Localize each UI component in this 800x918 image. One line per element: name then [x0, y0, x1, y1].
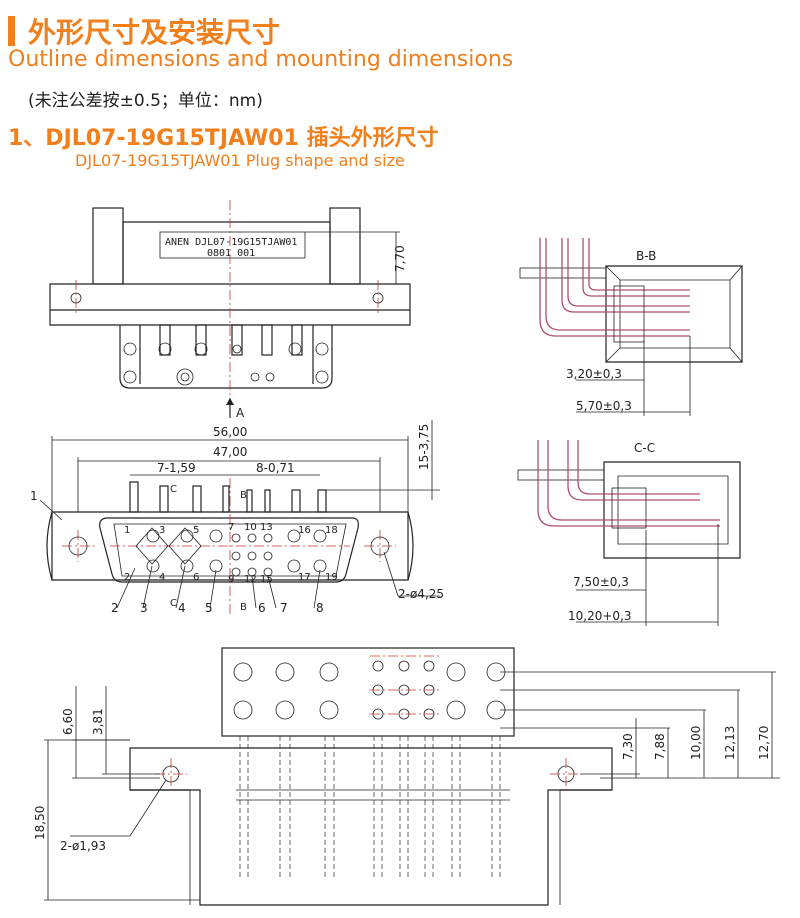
- section-b-b: B-B 3,20±0,3 5,70±0,3: [519, 238, 743, 416]
- dim-pitch-right: 8-0,71: [256, 461, 295, 475]
- pin-num: 2: [124, 572, 130, 583]
- section-label-c-bot: C: [170, 598, 177, 609]
- dim-7-30: 7,30: [621, 733, 635, 760]
- dim-12-70: 12,70: [757, 726, 771, 760]
- callout: 2: [111, 601, 119, 615]
- dim-cc-7-50: 7,50±0,3: [573, 575, 629, 589]
- dim-7-88: 7,88: [653, 733, 667, 760]
- callout: 7: [280, 601, 288, 615]
- mount-hole-note: 2-ø4,25: [398, 587, 444, 601]
- callout: 8: [316, 601, 324, 615]
- pin-num: 15: [260, 574, 273, 585]
- label-plate-line2: 0801 001: [207, 248, 255, 259]
- callout: 4: [178, 601, 186, 615]
- tolerance-note: (未注公差按±0.5；单位：nm): [28, 91, 263, 111]
- dim-pitch-left: 7-1,59: [157, 461, 196, 475]
- pin-num: 7: [228, 522, 234, 533]
- bottom-view: 18,50 6,60 3,81 2-ø1,93 7,30 7,88 10,00 …: [33, 647, 780, 906]
- top-view: ANEN DJL07-19G15TJAW01 0801 001 7,70 A: [49, 200, 411, 420]
- label-plate-line1: ANEN DJL07-19G15TJAW01: [165, 237, 297, 248]
- pin-num: 6: [193, 572, 199, 583]
- callout: 3: [140, 601, 148, 615]
- callout: 5: [205, 601, 213, 615]
- section-label-c-top: C: [170, 484, 177, 495]
- dim-12-13: 12,13: [723, 726, 737, 760]
- section-bb-title: B-B: [636, 249, 656, 263]
- section-cc-title: C-C: [634, 441, 655, 455]
- page-title-en: Outline dimensions and mounting dimensio…: [8, 47, 514, 72]
- pin-num: 9: [228, 574, 234, 585]
- pin-num: 3: [159, 525, 165, 536]
- bottom-hole-note: 2-ø1,93: [60, 839, 106, 853]
- dim-18-50: 18,50: [33, 806, 47, 840]
- dim-56-00: 56,00: [213, 425, 247, 439]
- dim-bb-5-70: 5,70±0,3: [576, 399, 632, 413]
- page-title-cn: 外形尺寸及安装尺寸: [28, 16, 281, 49]
- pin-num: 16: [298, 525, 311, 536]
- leader-label-1: 1: [30, 489, 38, 503]
- dim-10-00: 10,00: [689, 726, 703, 760]
- dim-47-00: 47,00: [213, 445, 247, 459]
- callout: 6: [258, 601, 266, 615]
- section-label-b-bot: B: [240, 602, 247, 613]
- pin-num: 12: [244, 574, 257, 585]
- dim-bb-3-20: 3,20±0,3: [566, 367, 622, 381]
- pin-num: 18: [325, 525, 338, 536]
- pin-num: 4: [159, 572, 165, 583]
- section-title-en: DJL07-19G15TJAW01 Plug shape and size: [75, 151, 405, 170]
- pin-num: 1: [124, 525, 130, 536]
- front-view: 56,00 47,00 7-1,59 8-0,71 15-3,75 C B: [30, 420, 444, 616]
- dim-15-3-75: 15-3,75: [417, 424, 431, 470]
- dim-6-60: 6,60: [61, 708, 75, 735]
- section-arrow-a: A: [236, 406, 245, 420]
- section-title-cn: 1、DJL07-19G15TJAW01 插头外形尺寸: [8, 126, 439, 151]
- header-accent-bar: [8, 16, 15, 46]
- dim-3-81: 3,81: [91, 708, 105, 735]
- dim-cc-10-20: 10,20+0,3: [568, 609, 632, 623]
- section-label-b-top: B: [240, 490, 247, 501]
- pin-num: 5: [193, 525, 199, 536]
- section-c-c: C-C 7,50±0,3 10,20+0,3: [517, 440, 741, 626]
- pin-num: 19: [325, 572, 338, 583]
- pin-num: 17: [298, 572, 311, 583]
- pin-num: 13: [260, 522, 273, 533]
- dim-7-70: 7,70: [393, 245, 407, 272]
- pin-num: 10: [244, 522, 257, 533]
